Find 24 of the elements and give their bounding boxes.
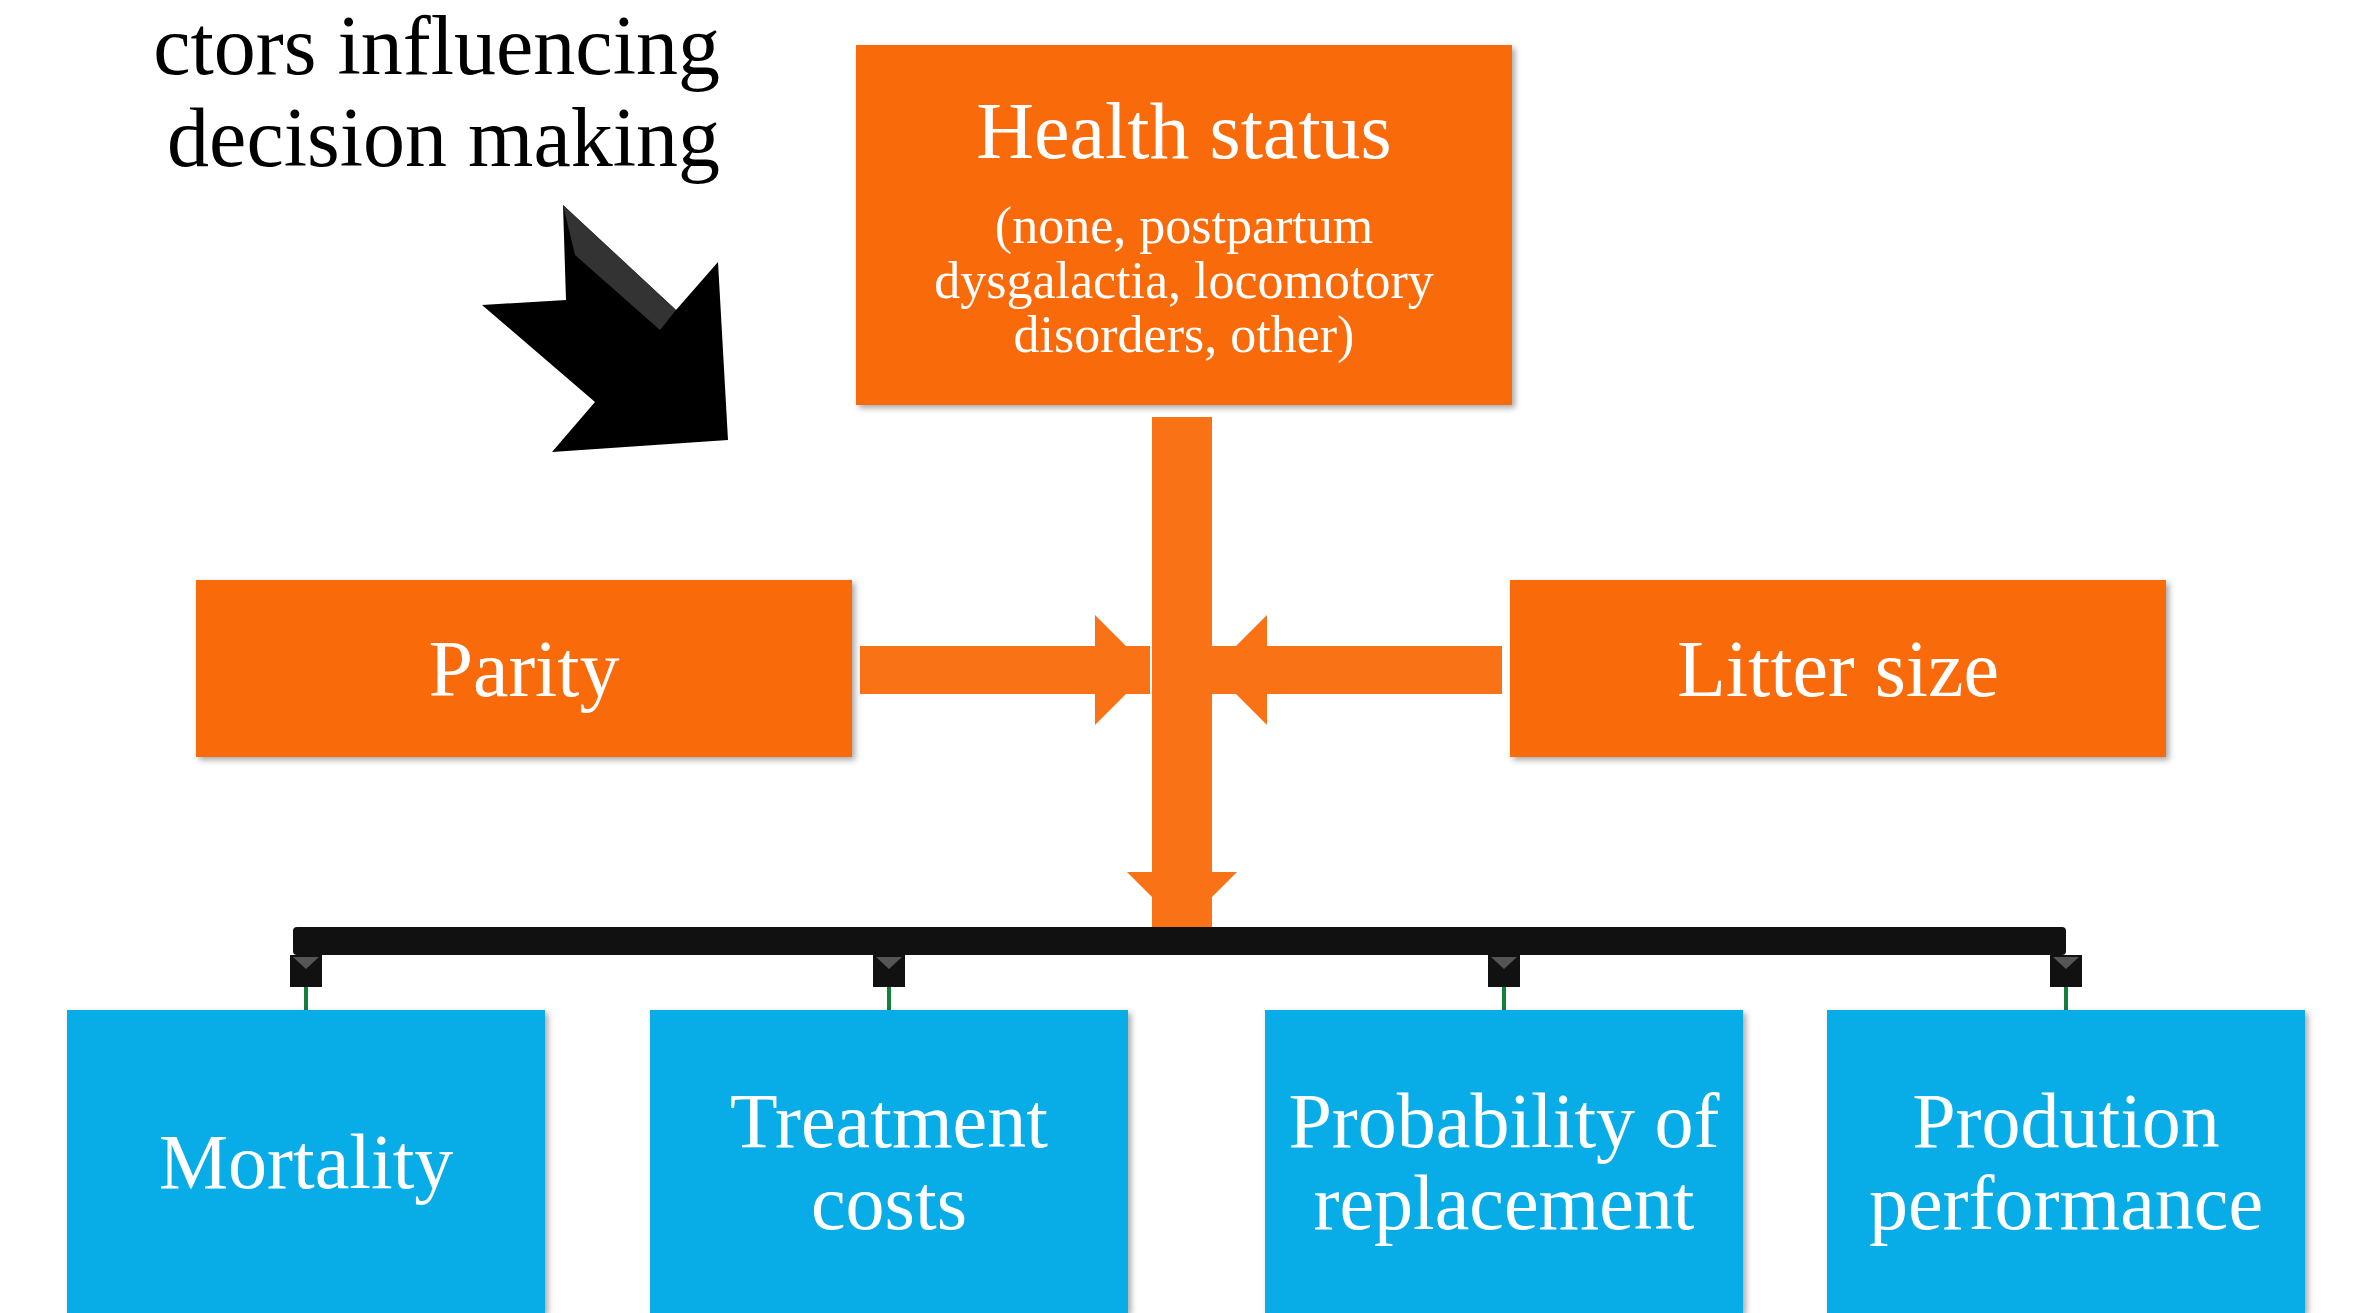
outcome-box — [1265, 1010, 1743, 1313]
block-arrow — [1212, 615, 1502, 725]
outcome-box — [1827, 1010, 2305, 1313]
box-title: Mortality — [158, 1120, 454, 1203]
factor-box — [856, 45, 1512, 405]
box-title: Litter size — [1676, 624, 2000, 713]
connector — [2050, 955, 2082, 1010]
connector — [1488, 955, 1520, 1010]
outcome-box — [650, 1010, 1128, 1313]
box-subtitle: (none, postpartum dysgalactia, locomotory disorders, other) — [933, 199, 1435, 363]
connector — [290, 955, 322, 1010]
factor-box — [1510, 580, 2166, 757]
box-title: Health status — [976, 87, 1392, 176]
connector-bar — [293, 927, 2066, 955]
block-arrow — [1127, 417, 1237, 927]
block-arrow — [860, 615, 1150, 725]
box-title: Probability of replacement — [1287, 1079, 1721, 1244]
box-title: Prodution performance — [1867, 1079, 2265, 1244]
box-title: Treatment costs — [729, 1079, 1049, 1244]
box-title: Parity — [428, 624, 620, 713]
outcome-box — [67, 1010, 545, 1313]
factor-box — [196, 580, 852, 757]
title: ctors influencing decision making — [152, 0, 720, 185]
connector — [873, 955, 905, 1010]
